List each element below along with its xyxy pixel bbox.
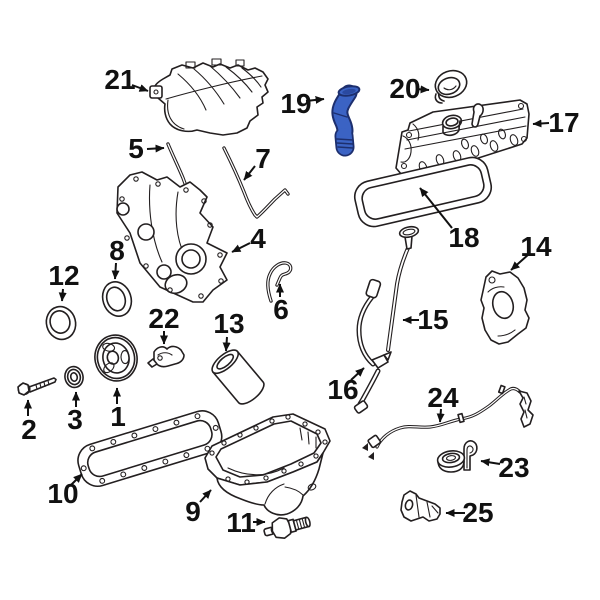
part-oil-filler-cap	[434, 69, 468, 104]
arrow-9	[199, 489, 212, 503]
part-seal-lower	[45, 305, 77, 341]
callout-label-13: 13	[213, 308, 244, 339]
arrow-8	[111, 262, 120, 280]
arrow-7	[243, 165, 256, 181]
callout-label-4: 4	[250, 223, 266, 254]
callout-label-2: 2	[21, 414, 37, 445]
callout-label-19: 19	[280, 88, 311, 119]
callout-label-8: 8	[109, 235, 125, 266]
part-side-bracket	[480, 270, 530, 345]
part-pulley-bolt	[17, 377, 57, 396]
arrow-14	[510, 253, 530, 271]
arrow-20	[415, 85, 430, 94]
callout-label-10: 10	[47, 478, 78, 509]
part-grommet	[436, 440, 478, 473]
part-oil-pan-gasket	[77, 410, 223, 487]
callout-label-20: 20	[389, 73, 420, 104]
part-timing-cover	[116, 171, 228, 303]
callout-label-15: 15	[417, 304, 448, 335]
part-intake-manifold	[149, 58, 269, 136]
part-oil-pan	[204, 413, 331, 516]
arrow-21	[131, 84, 149, 92]
callout-label-25: 25	[462, 497, 493, 528]
arrow-5	[146, 144, 165, 153]
part-dipstick-tube	[353, 278, 392, 414]
callout-label-23: 23	[498, 452, 529, 483]
part-dipstick	[386, 225, 420, 352]
callout-label-6: 6	[273, 294, 289, 325]
arrow-4	[231, 242, 251, 253]
callout-label-16: 16	[327, 374, 358, 405]
callout-label-9: 9	[185, 496, 201, 527]
arrow-13	[222, 336, 231, 352]
callout-label-11: 11	[226, 507, 256, 538]
part-mounting-bracket	[400, 490, 441, 522]
part-crankshaft-pulley	[94, 334, 138, 382]
part-gasket-strip-right	[222, 146, 290, 219]
arrow-18	[419, 187, 453, 229]
part-oil-filter	[211, 349, 265, 405]
callout-label-24: 24	[427, 382, 459, 413]
callout-label-14: 14	[520, 231, 552, 262]
callout-label-1: 1	[110, 401, 126, 432]
part-small-seal	[64, 365, 84, 389]
part-valve-cover	[395, 99, 530, 178]
part-wire-clip	[266, 261, 293, 303]
callout-label-3: 3	[67, 404, 83, 435]
callout-label-7: 7	[255, 143, 271, 174]
part-seal-upper	[101, 281, 133, 317]
arrow-16	[350, 367, 365, 381]
callout-label-22: 22	[148, 303, 179, 334]
part-wiring-harness	[362, 384, 534, 460]
part-filler-hose-highlighted	[331, 84, 361, 157]
arrow-10	[70, 473, 83, 486]
arrow-12	[58, 288, 67, 302]
arrow-19	[305, 95, 325, 104]
callout-label-18: 18	[448, 222, 479, 253]
callout-labels: 1 2 3 4 5 6 7 8 9 10 11 12 13 14 15 16 1…	[21, 64, 579, 538]
callout-label-5: 5	[128, 133, 144, 164]
callout-label-12: 12	[48, 260, 79, 291]
part-oil-pressure-sender	[263, 516, 311, 539]
callout-label-17: 17	[548, 107, 579, 138]
arrow-23	[480, 458, 501, 467]
callout-label-21: 21	[104, 64, 135, 95]
part-small-bracket	[147, 345, 185, 368]
arrow-17	[532, 119, 550, 128]
callout-arrows	[24, 84, 550, 526]
arrow-24	[436, 408, 445, 423]
